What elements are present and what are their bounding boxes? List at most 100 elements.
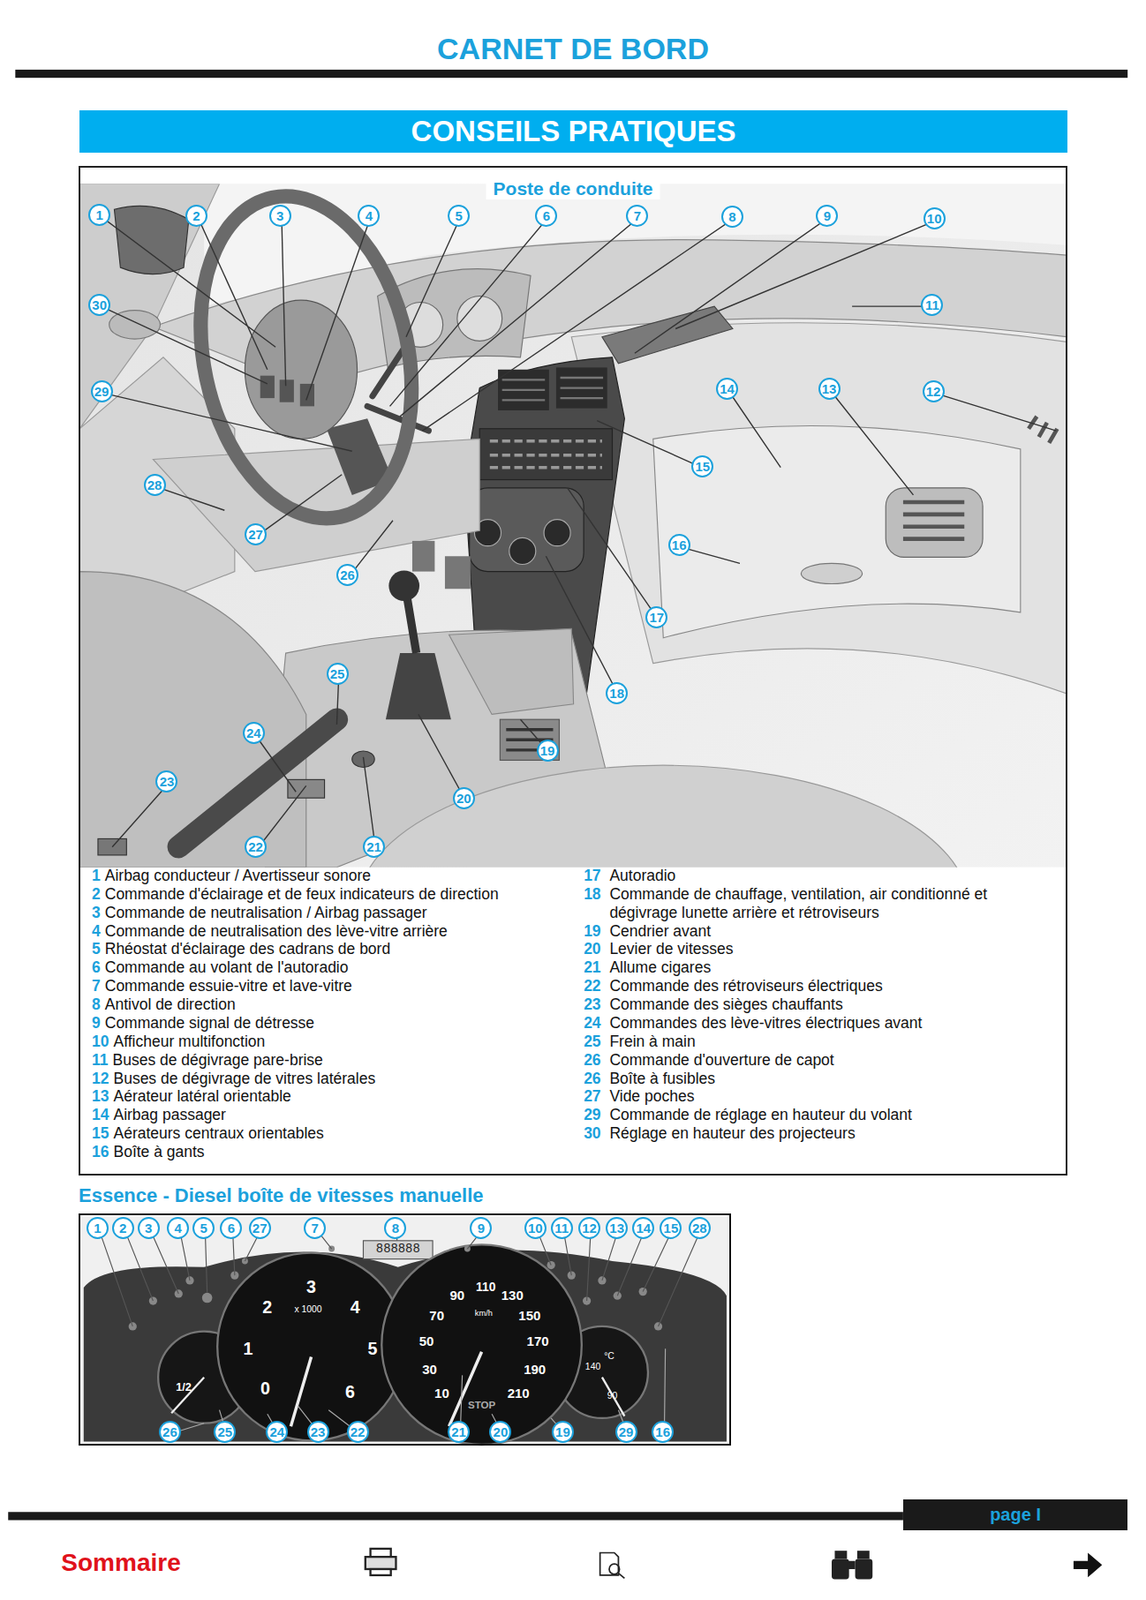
cockpit-illustration [479, 429, 612, 481]
cockpit-illustration [509, 537, 536, 565]
cockpit-illustration [388, 570, 420, 602]
callout-number: 8 [721, 205, 744, 228]
callout-number: 20 [489, 1421, 512, 1444]
callout-text: 2 [192, 209, 200, 223]
callout-number: 11 [920, 294, 943, 317]
callout-number: 15 [659, 1217, 682, 1240]
legend-number: 26 [583, 1051, 605, 1071]
cockpit-illustration [543, 520, 571, 547]
legend-text: Réglage en hauteur des projecteurs [609, 1124, 855, 1144]
legend-number: 22 [583, 977, 605, 996]
callout-number: 1 [86, 1217, 109, 1240]
callout-number: 4 [357, 204, 380, 227]
leader-lines [100, 216, 1056, 850]
header-rule [15, 69, 1128, 78]
gauge-marking: 210 [507, 1387, 530, 1401]
callout-text: 10 [527, 1221, 543, 1236]
cockpit-illustration [490, 441, 603, 468]
callout-text: 1 [96, 208, 104, 222]
legend-number: 12 [91, 1070, 109, 1089]
legend-number: 29 [583, 1106, 605, 1125]
callout-text: 2 [119, 1221, 127, 1236]
gauge-marking: 5 [367, 1341, 377, 1359]
legend-row: 27Vide poches [583, 1087, 1060, 1107]
gauge-marking: 4 [350, 1299, 361, 1318]
legend-number: 27 [583, 1087, 605, 1107]
legend-number: 8 [91, 995, 101, 1015]
callout-number: 5 [447, 204, 470, 227]
gauge-marking: 50 [419, 1334, 435, 1349]
callout-number: 20 [452, 787, 475, 810]
callout-text: 27 [248, 527, 264, 542]
gauge-marking: 110 [475, 1281, 496, 1295]
legend-row: 20Levier de vitesses [583, 940, 1060, 959]
callout-text: 25 [330, 667, 346, 681]
gauge-marking: 130 [501, 1289, 524, 1303]
callout-text: 25 [218, 1425, 234, 1440]
legend-row: 12Buses de dégivrage de vitres latérales [91, 1070, 582, 1089]
section-banner: CONSEILS PRATIQUES [79, 110, 1068, 154]
legend-number: 11 [91, 1051, 109, 1071]
callout-text: 11 [554, 1221, 569, 1236]
gauge-marking: 190 [523, 1364, 546, 1378]
legend-row: 1Airbag conducteur / Avertisseur sonore [91, 867, 582, 886]
legend-number: 13 [91, 1087, 109, 1107]
callout-number: 11 [550, 1217, 573, 1240]
cockpit-illustration [444, 556, 471, 589]
callout-text: 4 [365, 209, 373, 223]
legend-number: 14 [91, 1106, 109, 1125]
callout-text: 27 [252, 1221, 268, 1236]
callout-number: 29 [615, 1421, 638, 1444]
cockpit-illustration [412, 541, 435, 573]
gauge-marking: °C [603, 1352, 615, 1362]
legend-text: Commande essuie-vitre et lave-vitre [105, 977, 353, 996]
instrument-cluster [98, 1229, 702, 1327]
instrument-cluster [80, 1216, 729, 1446]
callout-number: 2 [185, 204, 208, 227]
gauge-marking: 170 [527, 1334, 550, 1349]
callout-text: 26 [339, 568, 355, 582]
instrument-cluster [381, 1244, 582, 1446]
box-text: page I [989, 1505, 1041, 1526]
callout-number: 12 [922, 380, 945, 403]
legend-text: Commande de neutralisation / Airbag pass… [105, 904, 428, 923]
legend-number: 2 [91, 885, 101, 905]
cockpit-illustration [172, 183, 440, 538]
callout-text: 21 [366, 840, 382, 854]
binoculars-icon [846, 1561, 855, 1570]
legend-row: 9Commande signal de détresse [91, 1014, 582, 1033]
callout-number: 27 [248, 1217, 272, 1240]
footer-rule [7, 1512, 904, 1521]
leader-lines [100, 216, 1056, 850]
cockpit-illustration [178, 719, 337, 847]
callout-number: 28 [143, 474, 166, 497]
callout-number: 23 [155, 770, 178, 793]
nav-link-text: Sommaire [60, 1549, 181, 1578]
legend-number: 18 [583, 885, 605, 905]
callout-text: 29 [94, 384, 110, 399]
callout-text: 19 [540, 744, 556, 758]
legend-text: Commande signal de détresse [105, 1014, 315, 1033]
callout-number: 24 [242, 722, 265, 745]
legend-text: Airbag conducteur / Avertisseur sonore [105, 867, 371, 886]
gauge-marking: 888888 [376, 1244, 421, 1257]
callout-number: 9 [815, 204, 838, 227]
gauge-marking: 10 [434, 1387, 450, 1401]
callout-text: 23 [310, 1425, 326, 1440]
preview-icon [618, 1574, 625, 1580]
callout-number: 10 [923, 207, 946, 230]
gauge-marking: 70 [429, 1310, 445, 1324]
callout-number: 28 [688, 1217, 711, 1240]
legend-number: 6 [91, 958, 101, 978]
callout-text: 18 [609, 686, 625, 701]
binoculars-icon [831, 1551, 873, 1580]
cockpit-illustration [885, 488, 983, 558]
legend-row: 18Commande de chauffage, ventilation, ai… [583, 885, 1060, 923]
callout-text: 3 [144, 1221, 152, 1236]
legend-number: 26 [583, 1070, 605, 1089]
legend-text: Afficheur multifonction [113, 1032, 265, 1052]
callout-text: 20 [493, 1425, 509, 1440]
printer-icon [370, 1549, 392, 1558]
legend-number: 7 [91, 977, 101, 996]
